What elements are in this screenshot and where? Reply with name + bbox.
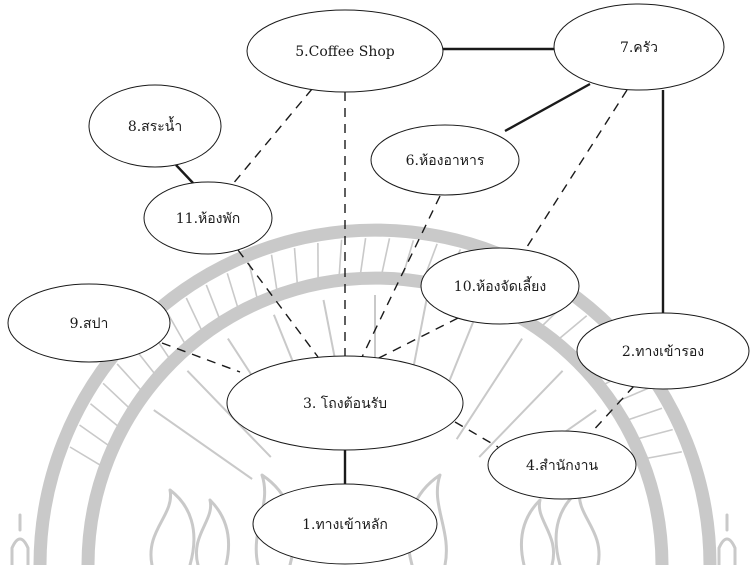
node-lobby-bubble [226,355,464,451]
edge-dashed-kitchen-to-banquet [524,89,628,251]
watermark-hatch-stroke [638,428,673,440]
edge-dashed-rooms-to-lobby [237,249,319,358]
node-main-entrance-bubble [252,483,438,565]
node-service-entrance: 2.ทางเข้ารอง [576,312,750,390]
watermark-left-flame-inner [194,498,231,565]
watermark-hatch-stroke [116,363,141,391]
watermark-hatch-stroke [205,284,220,318]
node-office-label: 4.สำนักงาน [526,458,599,474]
watermark-right-flame-inner [519,498,556,565]
node-office: 4.สำนักงาน [487,430,637,500]
watermark-left-lamp [10,513,30,565]
watermark-hatch-stroke [166,312,185,343]
watermark-inner-ring [81,271,669,565]
node-dining-bubble [370,124,520,196]
watermark-hatch-stroke [185,297,202,330]
watermark-hatch-stroke [79,424,109,446]
node-coffee-shop: 5.Coffee Shop [246,9,444,93]
watermark-hatch-stroke [248,263,258,298]
node-lobby: 3. โถงต้อนรับ [226,355,464,451]
node-dining-label: 6.ห้องอาหาร [406,153,485,169]
node-banquet-label: 10.ห้องจัดเลี้ยง [454,276,546,295]
watermark-hatch-stroke [559,315,588,339]
edge-solid-pool-to-rooms [175,164,194,184]
watermark-ray [478,370,564,458]
node-dining: 6.ห้องอาหาร [370,124,520,196]
node-coffee-shop-bubble [246,9,444,93]
node-banquet-bubble [420,247,580,325]
watermark-outer-ring [33,223,717,565]
watermark-ray [186,370,272,458]
edge-dashed-dining-to-lobby [361,195,441,358]
node-rooms-label: 11.ห้องพัก [176,211,240,227]
watermark-hatch-stroke [617,386,651,402]
watermark-hatch-stroke [402,240,415,274]
node-kitchen-label: 7.ครัว [620,40,658,56]
watermark-right-lamp [717,513,737,565]
node-service-entrance-label: 2.ทางเข้ารอง [622,344,704,360]
connection-lines [161,47,665,485]
watermark-left-flame [149,488,196,565]
node-rooms: 11.ห้องพัก [143,181,273,255]
watermark-hatch-stroke [338,239,343,275]
node-spa-label: 9.สปา [70,316,109,332]
watermark-ray [455,338,523,440]
node-service-entrance-bubble [576,312,750,390]
watermark-hatch-stroke [629,407,663,421]
watermark-hatch-stroke [89,403,118,427]
watermark-hatch-stroke [102,382,129,408]
node-lobby-label: 3. โถงต้อนรับ [303,395,387,412]
node-coffee-shop-label: 5.Coffee Shop [295,44,395,60]
node-pool-bubble [88,84,222,168]
watermark-hatch-stroke [359,237,367,273]
watermark-hatch-stroke [69,446,101,466]
watermark-hatch-stroke [270,254,278,290]
node-kitchen: 7.ครัว [553,3,725,91]
edge-dashed-spa-to-lobby [161,342,241,373]
node-pool-label: 8.สระน้ำ [128,116,182,135]
edge-dashed-coffee-shop-to-rooms [231,88,313,186]
watermark-hatch-stroke [647,451,682,459]
edge-dashed-service-entrance-to-office [589,385,635,435]
node-banquet: 10.ห้องจัดเลี้ยง [420,247,580,325]
node-spa-bubble [7,283,171,363]
watermark-right-flame [554,488,601,565]
watermark-hatch-stroke [226,273,239,307]
watermark-hatch-stroke [381,238,391,273]
node-pool: 8.สระน้ำ [88,84,222,168]
node-rooms-bubble [143,181,273,255]
node-office-bubble [487,430,637,500]
watermark-hatch-stroke [293,248,298,283]
watermark-ray [153,409,253,480]
node-main-entrance: 1.ทางเข้าหลัก [252,483,438,565]
node-kitchen-bubble [553,3,725,91]
space-nodes: 5.Coffee Shop 7.ครัว 8.สระน้ำ 6.ห้องอาหา… [7,3,750,565]
edge-dashed-lobby-to-office [454,421,499,448]
node-main-entrance-label: 1.ทางเข้าหลัก [302,517,388,533]
edge-solid-kitchen-to-dining [504,82,591,133]
node-spa: 9.สปา [7,283,171,363]
